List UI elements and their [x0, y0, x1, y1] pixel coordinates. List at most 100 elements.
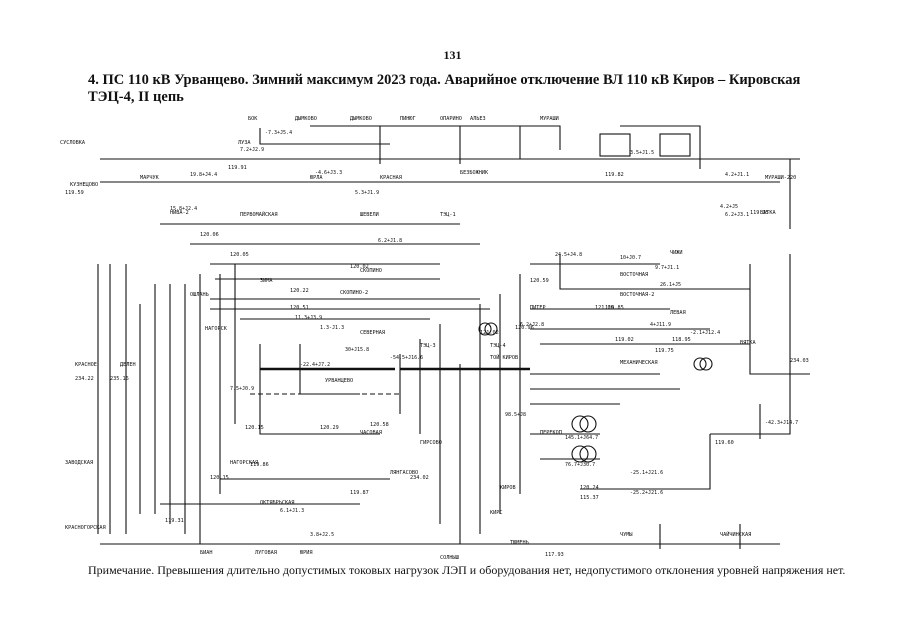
power-flow-value: 15.8+J2.4: [170, 206, 197, 212]
substation-label: ПЕРВОМАЙСКАЯ: [240, 211, 277, 218]
transformer-symbol: [484, 322, 498, 336]
voltage-value: 119.82: [605, 172, 624, 178]
voltage-value: 119.35: [750, 210, 769, 216]
power-flow-value: 98.5+J8: [505, 412, 526, 418]
power-flow-value: 30+J15.8: [345, 347, 369, 353]
substation-label: КРАСНАЯ: [380, 175, 402, 181]
power-flow-value: 9.7+J1.1: [655, 265, 679, 271]
line-bus: [580, 434, 711, 490]
substation-label: НАГОРСК: [205, 326, 228, 332]
voltage-value: 119.85: [605, 305, 624, 311]
substation-label: ЧАСОВАЯ: [360, 430, 382, 436]
substation-label: ЧИЖИ: [670, 250, 683, 256]
voltage-value: 119.31: [165, 518, 184, 524]
voltage-value: 120.51: [290, 305, 309, 311]
substation-label: МУРАШИ-220: [765, 175, 796, 181]
voltage-value: 120.05: [230, 252, 249, 258]
voltage-value: 121.02: [480, 330, 499, 336]
substation-label: ТЭЦ-4: [490, 343, 506, 349]
voltage-value: 119.60: [715, 440, 734, 446]
power-flow-value: 6.2+J2.8: [520, 322, 544, 328]
substation-label: БОК: [248, 116, 258, 122]
substation-label: КРАСНОЕ: [75, 362, 97, 368]
voltage-value: 117.93: [545, 552, 564, 558]
line-bus: [310, 125, 561, 150]
power-flow-value: 6.1+J1.3: [280, 508, 304, 514]
voltage-value: 119.87: [350, 490, 369, 496]
power-flow-value: -22.4+J7.2: [300, 362, 330, 368]
substation-label: МАРЧУК: [140, 175, 160, 181]
transformer-box: [599, 133, 631, 157]
line-bus: [259, 128, 390, 145]
substation-label: ОПАРИНО: [440, 116, 462, 122]
substation-label: ШЕВЕЛИ: [360, 212, 379, 218]
voltage-value: 120.22: [290, 288, 309, 294]
voltage-value: 120.59: [530, 278, 549, 284]
open-line-dashed: [250, 393, 401, 409]
substation-label: БЕЗБОЖНИК: [460, 170, 489, 176]
transformer-box: [659, 133, 691, 157]
substation-label: ЛЕВАЯ: [670, 310, 686, 316]
power-flow-value: 4+J11.9: [650, 322, 671, 328]
voltage-value: 120.15: [210, 475, 229, 481]
voltage-value: 120.58: [370, 422, 389, 428]
note-text: Примечание. Превышения длительно допусти…: [88, 563, 846, 577]
voltage-value: 120.96: [515, 325, 534, 331]
substation-label: ВЯТКА: [740, 340, 756, 346]
substation-label: ЧАЙЧИНСКАЯ: [720, 531, 751, 538]
voltage-value: 120.29: [320, 425, 339, 431]
power-flow-value: 4.2+J5: [720, 204, 738, 210]
substation-label: ОКТЯБРЬСКАЯ: [260, 500, 294, 506]
line-bus: [620, 125, 701, 169]
voltage-value: 121.06: [595, 305, 614, 311]
substation-label: КУЗНЕЦОВО: [70, 182, 98, 188]
power-flow-value: 5.3+J1.9: [355, 190, 379, 196]
substation-label: ПЕРЕКОП: [540, 430, 562, 436]
substation-label: ТОЙ КИРОВ: [490, 354, 518, 361]
power-flow-value: 3.5+J1.5: [630, 150, 654, 156]
line-bus: [559, 254, 620, 290]
power-flow-value: 26.1+J5: [660, 282, 681, 288]
voltage-value: 120.24: [580, 485, 599, 491]
line-bus: [749, 264, 810, 375]
substation-label: ДЕЛЕН: [120, 362, 136, 368]
substation-label: ЛЯНГАСОВО: [390, 470, 418, 476]
transformer-symbol: [693, 357, 707, 371]
substation-label: АЛЬЕЗ: [470, 116, 486, 122]
substation-label: БИАН: [200, 550, 213, 556]
voltage-value: 120.06: [200, 232, 219, 238]
substation-label: МЕХАНИЧЕСКАЯ: [620, 360, 657, 366]
voltage-value: 119.86: [250, 462, 269, 468]
power-flow-value: 4.2+J1.1: [725, 172, 749, 178]
substation-label: ВОСТОЧНАЯ-2: [620, 292, 654, 298]
substation-label: ТЮМЕНЬ: [510, 540, 529, 546]
substation-label: КИРС: [490, 510, 503, 516]
substation-label: ДЫМКОВО: [350, 116, 372, 122]
power-flow-value: -25.1+J21.6: [630, 470, 663, 476]
substation-label: СУСЛОВКА: [60, 140, 86, 146]
power-flow-value: 11.3+J3.9: [295, 315, 322, 321]
substation-label: ВОСТОЧНАЯ: [620, 272, 648, 278]
substation-label: ДЫМКОВО: [295, 116, 317, 122]
substation-label: КИРОВ: [500, 485, 516, 491]
voltage-value: 119.91: [228, 165, 247, 171]
substation-label: ТЭЦ-3: [420, 343, 436, 349]
line-bus: [259, 344, 380, 435]
substation-label: ЛУЗА: [238, 140, 251, 146]
line-bus: [710, 254, 791, 435]
power-flow-value: 145.1+J64.7: [565, 435, 598, 441]
power-flow-value: -42.3+J14.7: [765, 420, 798, 426]
substation-label: КРАСНОГОРСКАЯ: [65, 525, 106, 531]
substation-label: ТЭЦ-1: [440, 212, 456, 218]
voltage-labels: 119.91119.59120.06120.05120.02120.22120.…: [65, 165, 809, 558]
substation-label: СКОПИНО: [360, 268, 382, 274]
substation-label: СКОПИНО-2: [340, 290, 368, 296]
substation-label: ЗАВОДСКАЯ: [65, 460, 93, 466]
power-flow-value: 10+J0.7: [620, 255, 641, 261]
substation-label: СОЛНЫШ: [440, 555, 459, 561]
voltage-value: 235.16: [110, 376, 129, 382]
substation-label: МУРАШИ: [540, 116, 559, 122]
